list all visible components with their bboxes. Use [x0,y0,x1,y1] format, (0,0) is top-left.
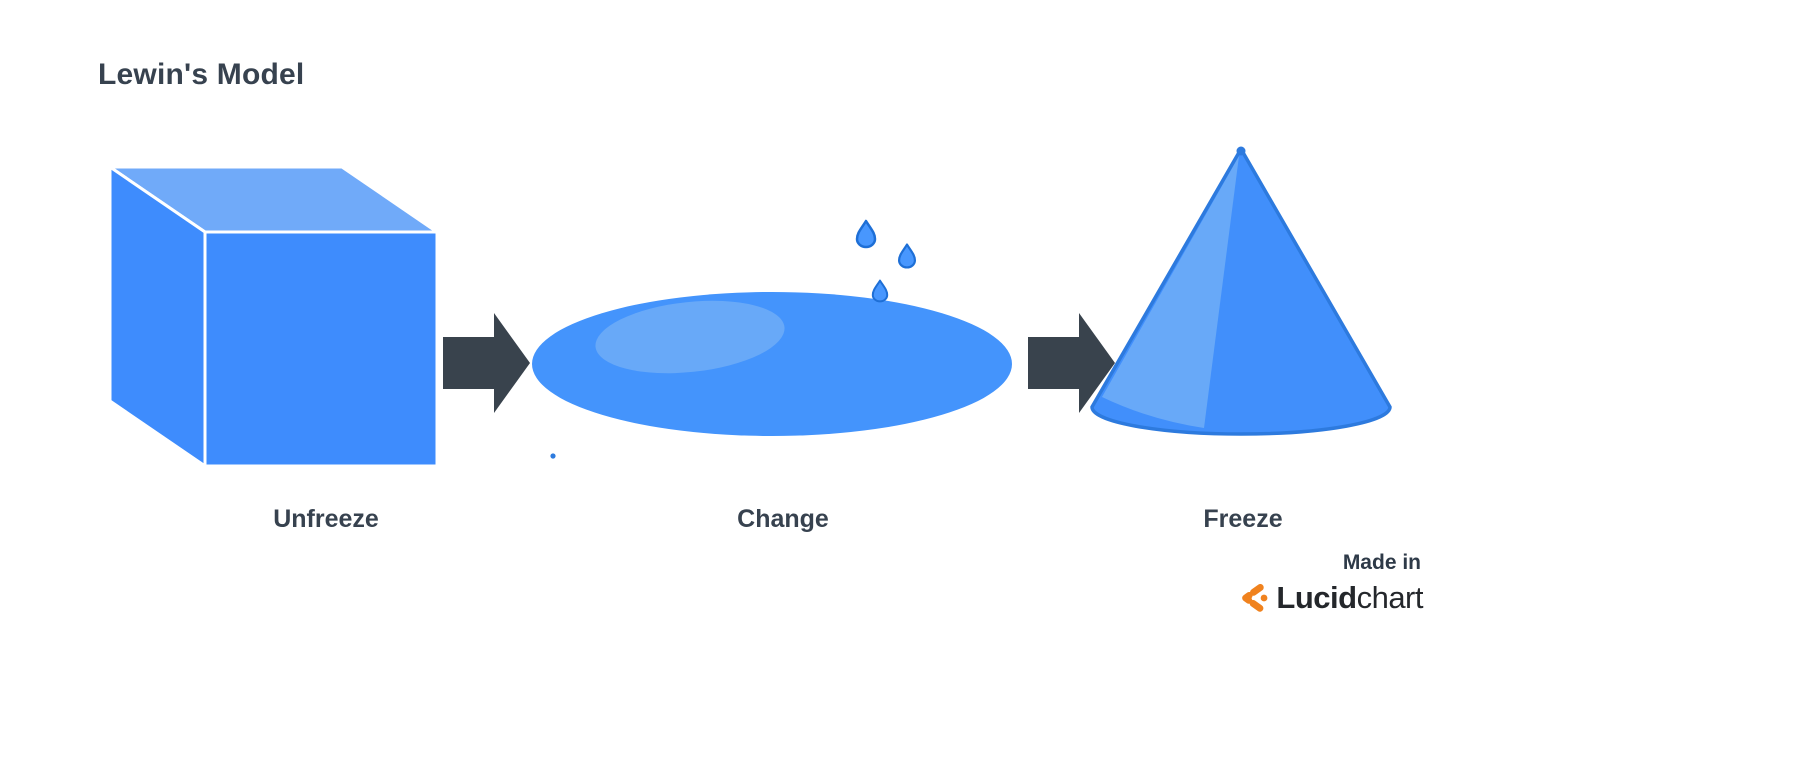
stage-label-unfreeze: Unfreeze [273,505,379,533]
splash-dot [550,453,556,459]
stage-label-change: Change [737,505,829,533]
lucidchart-attribution: Made in Lucidchart [1213,551,1424,617]
water-drop-icon [897,243,917,269]
ice-cube-shape [108,165,439,468]
brand-bold-text: Lucid [1276,580,1357,615]
arrow-right-icon [443,313,530,413]
arrow-right-icon [1028,313,1115,413]
lucidchart-wordmark: Lucidchart [1276,580,1423,616]
lucidchart-logo-icon [1242,584,1268,612]
stage-label-freeze: Freeze [1203,505,1283,533]
lucidchart-logo: Lucidchart [1213,579,1424,617]
water-drop-icon [871,279,889,303]
made-in-text: Made in [1342,551,1421,574]
cone-tip-dot [1236,146,1246,156]
page-title: Lewin's Model [98,58,305,91]
ice-cone-shape [1090,146,1392,436]
water-drop-icon [855,219,877,249]
water-puddle-shape [532,292,1012,459]
brand-light-text: chart [1356,580,1424,615]
water-drop-icons [855,219,917,303]
